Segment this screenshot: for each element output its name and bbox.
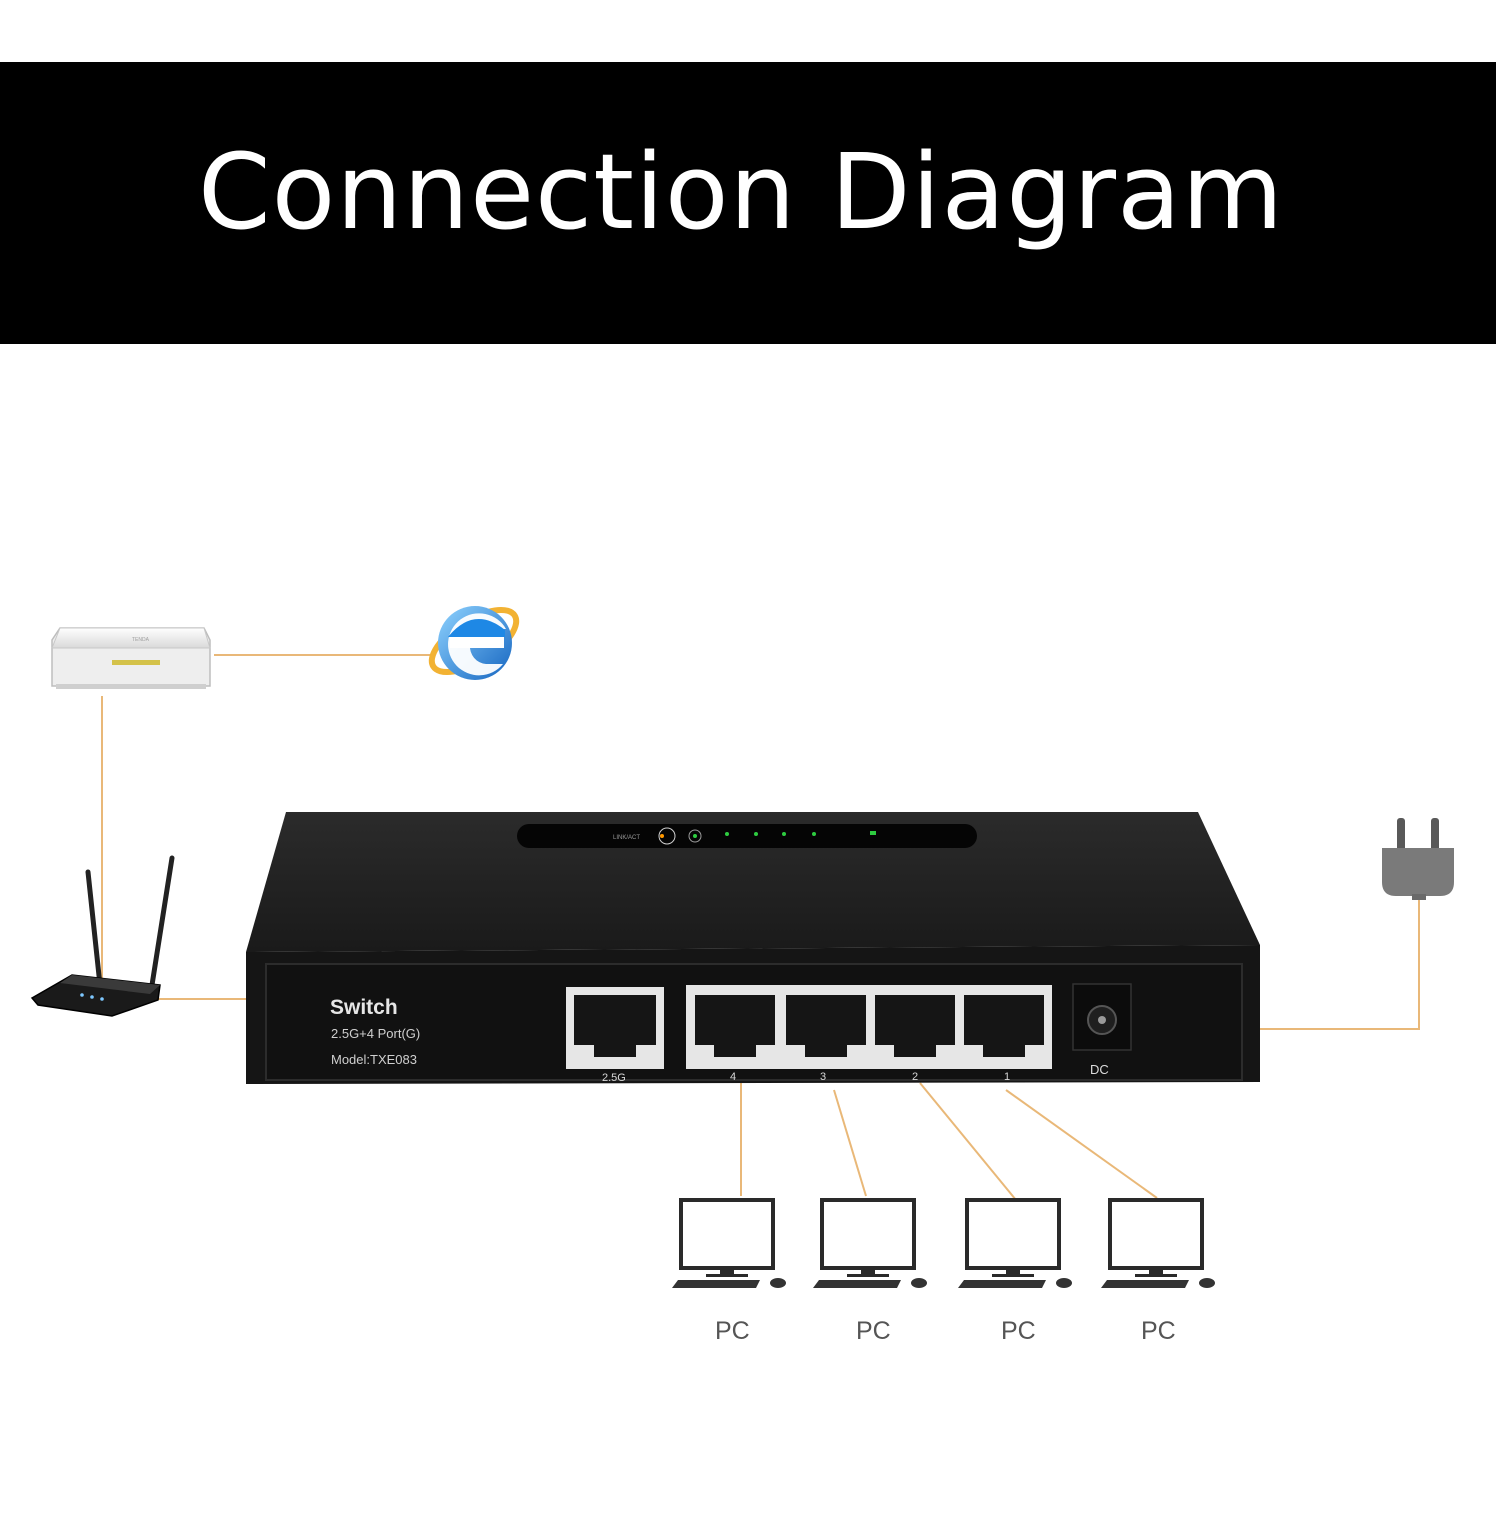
modem-icon: TENDA — [51, 627, 211, 689]
port-1 — [964, 995, 1044, 1057]
dc-power-jack: DC — [1072, 983, 1132, 1077]
port-label-2: 2 — [912, 1071, 918, 1083]
port-label-3: 3 — [820, 1071, 826, 1083]
cables — [101, 654, 1420, 1201]
dc-label: DC — [1090, 1062, 1109, 1077]
pc-2: PC — [813, 1198, 927, 1345]
port-label-4: 4 — [730, 1071, 736, 1083]
wifi-router-icon — [30, 855, 175, 1017]
pc-3: PC — [958, 1198, 1072, 1345]
port-3 — [786, 995, 866, 1057]
led-panel — [517, 824, 977, 848]
title-banner — [0, 62, 1496, 344]
port1-cable — [1005, 1089, 1158, 1199]
switch-model: Model:TXE083 — [331, 1052, 417, 1067]
svg-text:TENDA: TENDA — [132, 637, 150, 643]
pc-label: PC — [1141, 1317, 1176, 1345]
led-port — [693, 834, 697, 838]
pc-1: PC — [672, 1198, 786, 1345]
pc-label: PC — [1001, 1317, 1036, 1345]
page-title: Connection Diagram — [198, 131, 1285, 253]
port-label-1: 1 — [1004, 1071, 1010, 1083]
internet-explorer-icon — [428, 606, 520, 680]
port-4 — [695, 995, 775, 1057]
port3-cable — [833, 1089, 867, 1197]
port-2 — [875, 995, 955, 1057]
uplink-port-2-5g: 2.5G — [566, 987, 664, 1084]
svg-text:LINK/ACT: LINK/ACT — [613, 835, 640, 841]
switch-name: Switch — [330, 996, 398, 1019]
pc-4: PC — [1101, 1198, 1215, 1345]
switch-spec: 2.5G+4 Port(G) — [331, 1026, 420, 1041]
port-label-2-5g: 2.5G — [602, 1072, 626, 1084]
power-plug-icon — [1382, 818, 1454, 900]
port2-cable — [919, 1082, 1017, 1201]
led-2-5g — [660, 834, 664, 838]
port-group: 4 3 2 1 — [686, 985, 1052, 1083]
pc-label: PC — [856, 1317, 891, 1345]
pc-label: PC — [715, 1317, 750, 1345]
